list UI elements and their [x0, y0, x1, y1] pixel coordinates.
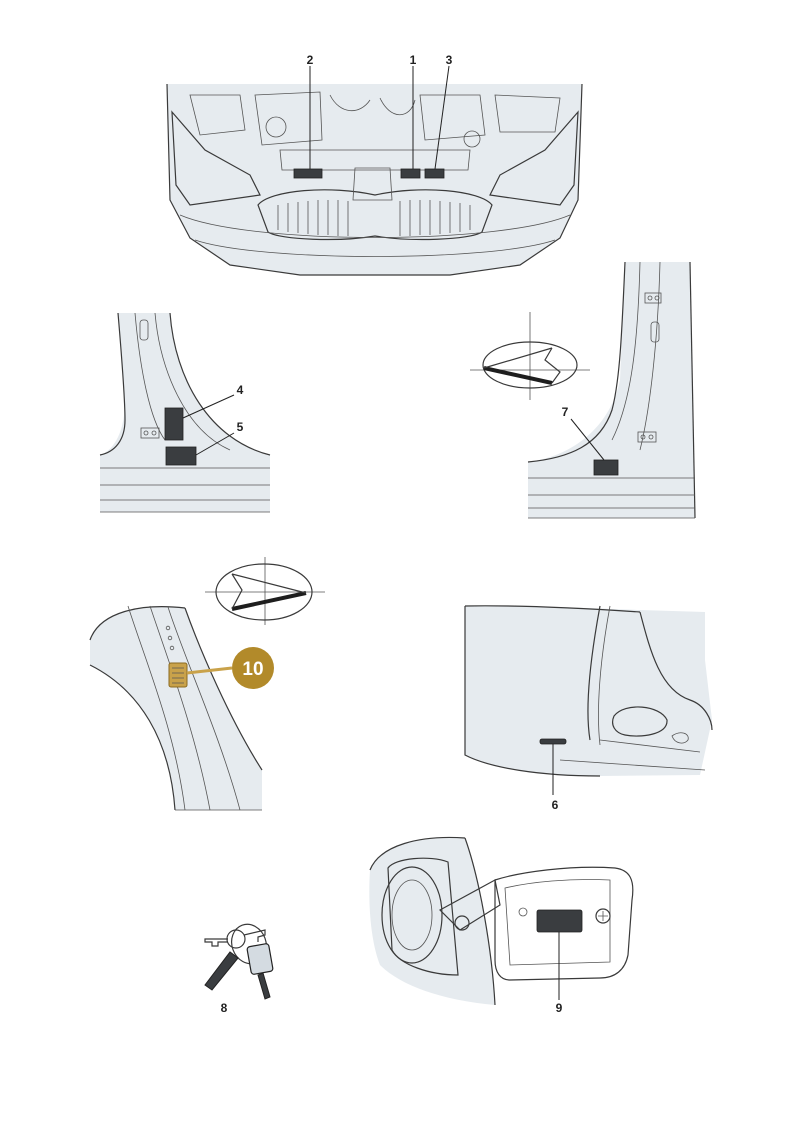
- leader-7: [570, 418, 605, 461]
- right-pillar-illustration: [527, 261, 696, 519]
- callout-3: 3: [446, 53, 453, 67]
- leader-5: [195, 432, 235, 456]
- callout-2: 2: [307, 53, 314, 67]
- engine-bay-illustration: [166, 83, 583, 276]
- callout-6: 6: [552, 798, 559, 812]
- label-plate-6: [539, 738, 567, 745]
- callout-5: 5: [237, 420, 244, 434]
- callout-10: 10: [242, 659, 263, 680]
- label-plate-10: [168, 662, 188, 688]
- left-pillar-illustration: [99, 312, 271, 513]
- callout-7: 7: [562, 405, 569, 419]
- callout-8: 8: [221, 1001, 228, 1015]
- label-plate-2: [293, 168, 323, 179]
- label-plate-9: [536, 909, 583, 933]
- orientation-indicator-lower: [205, 557, 325, 625]
- label-plate-1: [400, 168, 421, 179]
- callout-9: 9: [556, 1001, 563, 1015]
- callout-1: 1: [410, 53, 417, 67]
- callout-badge-10: [232, 647, 274, 689]
- label-plate-7: [593, 459, 619, 476]
- windscreen-illustration: [464, 605, 713, 777]
- fuel-flap-illustration: [369, 836, 634, 1006]
- rear-pillar-illustration: [89, 605, 263, 811]
- orientation-indicator-upper: [470, 312, 590, 400]
- label-plate-5: [165, 446, 197, 466]
- label-plate-4: [164, 407, 184, 441]
- leader-4: [182, 394, 235, 419]
- leader-10: [186, 666, 233, 675]
- leader-3: [434, 65, 450, 170]
- label-plate-3: [424, 168, 445, 179]
- callout-4: 4: [237, 383, 244, 397]
- key-set-illustration: [204, 923, 274, 1000]
